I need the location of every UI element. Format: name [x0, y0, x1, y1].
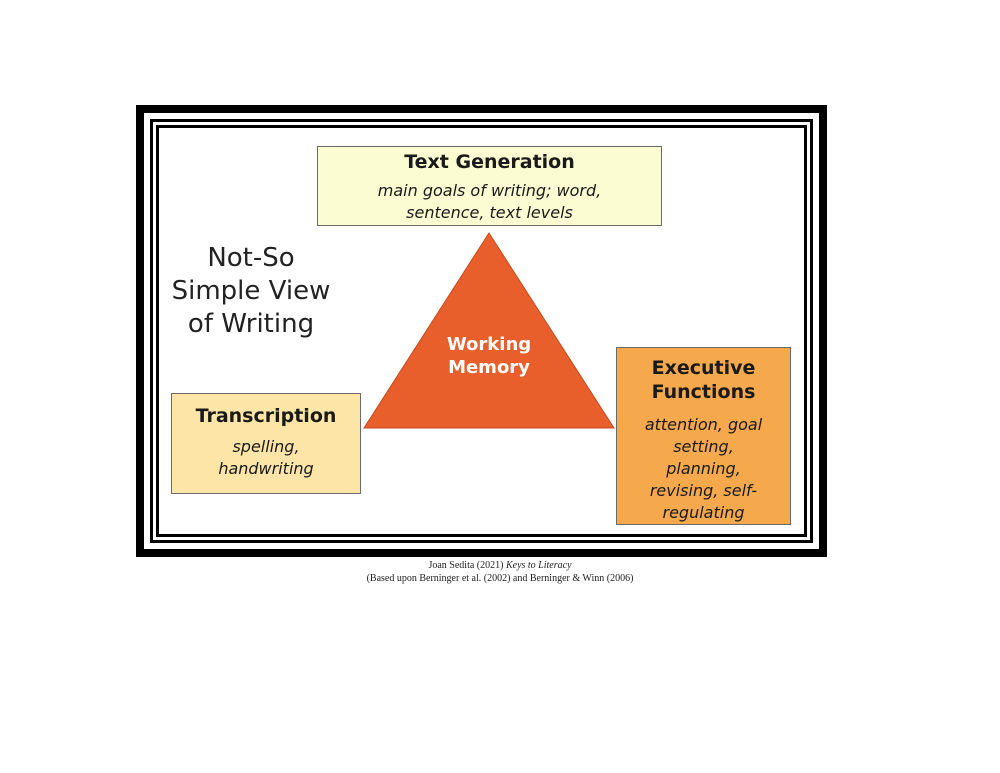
- transcription-box: Transcription spelling, handwriting: [171, 393, 361, 494]
- executive-functions-title: Executive Functions: [651, 357, 756, 403]
- working-memory-triangle: [363, 232, 615, 429]
- text-generation-box: Text Generation main goals of writing; w…: [317, 146, 662, 226]
- working-memory-label: Working Memory: [446, 334, 532, 378]
- transcription-title: Transcription: [195, 405, 337, 427]
- diagram-canvas: Not-So Simple View of Writing Working Me…: [159, 128, 804, 534]
- citation-line: Joan Sedita (2021) Keys to Literacy: [0, 560, 1000, 571]
- diagram-frame: Not-So Simple View of Writing Working Me…: [136, 105, 827, 557]
- triangle-shape: [363, 232, 615, 429]
- executive-functions-description: attention, goal setting, planning, revis…: [644, 415, 763, 522]
- transcription-description: spelling, handwriting: [218, 437, 314, 478]
- executive-functions-box: Executive Functions attention, goal sett…: [616, 347, 791, 525]
- citation-author: Joan Sedita (2021): [428, 560, 504, 571]
- text-generation-title: Text Generation: [404, 151, 575, 173]
- citation-basis: (Based upon Berninger et al. (2002) and …: [366, 573, 634, 584]
- citation-source-title: Keys to Literacy: [505, 560, 572, 571]
- text-generation-description: main goals of writing; word, sentence, t…: [377, 181, 602, 222]
- diagram-heading: Not-So Simple View of Writing: [171, 243, 331, 339]
